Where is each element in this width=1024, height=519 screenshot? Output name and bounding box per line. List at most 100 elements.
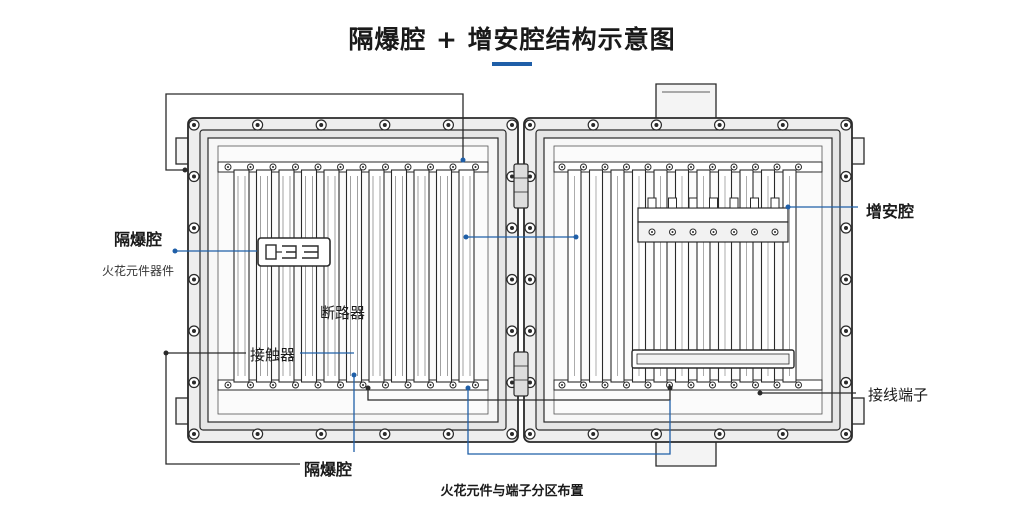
bolt [650,119,663,131]
bolt [252,119,264,131]
rail-screw [795,163,802,171]
bolt [506,119,518,131]
callout-dots [163,157,791,396]
rail-screw [427,163,434,171]
bolt [379,428,391,440]
bolt [713,119,726,131]
rail-screw [666,163,673,171]
rail-screw [644,163,652,171]
rail-screw [773,381,781,389]
terminal-screw [648,228,656,236]
rail-screw [247,163,254,171]
diagram-title: 隔爆腔 + 增安腔结构示意图 [348,25,676,54]
bolt [840,222,852,234]
breaker-module [345,169,363,383]
rail-screw [644,381,652,389]
breaker-module [413,169,430,383]
bolt [442,428,454,440]
bolt [777,428,789,440]
terminal-clamp [709,197,718,209]
bolt [524,273,536,286]
bolt [777,119,789,131]
bolt [506,273,518,286]
upper-terminal-marks [647,197,780,236]
bolt [524,222,536,234]
bolt [840,325,852,337]
breaker-module [300,169,318,383]
callout-lines [165,93,858,465]
bolt [188,376,200,389]
hinges [513,163,529,397]
breaker-module [458,169,475,383]
rail-screw [449,381,457,389]
terminal-block-lower [631,349,795,369]
rail-screw [269,163,277,171]
rail-screw [580,163,587,171]
bolt [188,325,200,337]
bolt [840,428,852,440]
bolt [506,222,518,234]
terminal-clamp [668,197,677,209]
rail-screw [449,163,457,171]
terminal-clamp [750,197,759,209]
bolt [713,428,726,440]
rail-screw [752,381,759,389]
terminal-screw [751,228,758,236]
rail-screw [314,163,322,171]
rail-screw [730,381,738,389]
rail-screw [337,163,344,171]
rail-screw [292,381,299,389]
bolt [840,119,852,131]
rail-screw [558,163,566,171]
rail-screw [623,163,630,171]
terminal-screw [730,228,738,236]
bolt [188,222,200,234]
terminal-clamp [647,197,657,209]
bolt [188,428,200,440]
breaker-modules [233,169,475,383]
rail-screw [472,163,479,171]
label-increased-safety-chamber: 增安腔 [866,202,915,221]
rail-screw [427,381,434,389]
bolt [442,119,454,131]
bolt [252,428,264,440]
bolt [650,428,663,440]
bolt [524,428,536,440]
rail-screw [382,381,389,389]
rail-screw [687,381,695,389]
spark-component-device [257,237,331,267]
rail-screw [795,381,802,389]
label-circuit-breaker: 断路器 [320,304,366,322]
bolt [840,170,852,183]
rail-screw [247,381,254,389]
bolt [379,119,391,131]
bolt [587,428,599,440]
label-terminals: 接线端子 [868,386,929,404]
rail-screw [359,381,367,389]
right-mounting-tabs [849,137,865,425]
bolt [315,428,327,440]
label-spark-components: 火花元件器件 [102,264,175,278]
diagram-caption: 火花元件与端子分区布置 [440,484,584,499]
rail-screw [580,381,587,389]
bolt [188,273,200,286]
bolt [524,119,536,131]
breaker-module [323,169,340,383]
rail-screw [687,163,695,171]
bolt [506,325,518,337]
rail-screw [709,163,716,171]
terminal-block-upper [637,207,789,243]
bolt [587,119,599,131]
rail-screw [601,163,609,171]
breaker-module [390,169,408,383]
rail-screw [601,381,609,389]
bolt [506,428,518,440]
breaker-module [435,169,453,383]
bolt [840,273,852,286]
rail-screw [404,381,412,389]
rail-screw [337,381,344,389]
rail-screw [773,163,781,171]
bolt [315,119,327,131]
terminal-clamp [770,197,780,209]
